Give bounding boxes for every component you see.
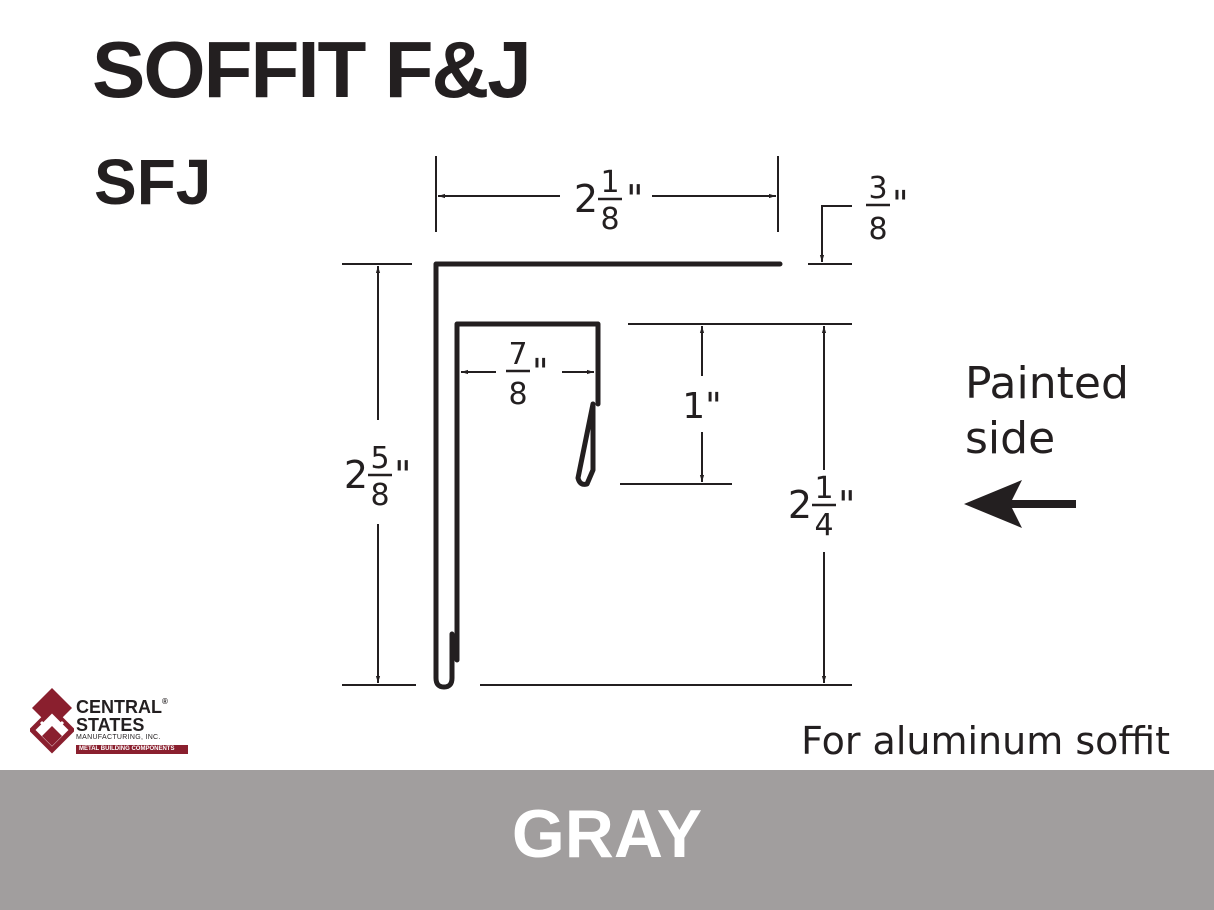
dim-top-width: [435, 156, 779, 232]
logo-name-1: CENTRAL: [76, 697, 162, 717]
dimension-arrow: [819, 205, 852, 262]
dim-whole: 2: [344, 453, 368, 497]
logo-line-2: STATES: [76, 715, 145, 735]
dim-unit: ": [394, 453, 411, 497]
dim-hem-depth: [620, 323, 852, 485]
dim-inner-width-label: 7 8 ": [506, 337, 549, 412]
dim-denominator: 4: [814, 508, 833, 543]
dim-whole: 2: [574, 177, 598, 221]
dim-unit: ": [532, 352, 549, 393]
dim-unit: ": [892, 184, 909, 225]
logo-mark-icon: [30, 688, 74, 754]
product-title: SOFFIT F&J: [92, 25, 532, 114]
painted-side-line2: side: [965, 413, 1056, 464]
registered-mark: ®: [162, 697, 168, 706]
dim-overall-height: [342, 263, 416, 686]
dim-numerator: 1: [814, 471, 833, 506]
usage-note: For aluminum soffit: [801, 719, 1170, 763]
profile-shape: [433, 261, 783, 690]
outer-flange-line: [433, 261, 783, 690]
logo-line-3: MANUFACTURING, INC.: [76, 734, 161, 741]
logo-tagline: METAL BUILDING COMPONENTS: [76, 745, 188, 754]
dim-numerator: 7: [508, 337, 527, 372]
dim-numerator: 3: [868, 171, 887, 206]
painted-side-arrow-icon: [964, 480, 1076, 528]
dim-denominator: 8: [508, 377, 527, 412]
painted-side-label: Painted side: [965, 356, 1129, 466]
dim-receiver-height-label: 2 1 4 ": [788, 471, 856, 543]
hem-tab: [575, 401, 596, 487]
color-banner: GRAY: [0, 770, 1214, 910]
product-code: SFJ: [94, 146, 212, 218]
color-name: GRAY: [511, 796, 703, 872]
dim-hem-depth-label: 1": [682, 386, 721, 427]
dim-overall-height-label: 2 5 8 ": [344, 441, 412, 513]
dim-whole: 2: [788, 483, 812, 527]
painted-side-line1: Painted: [965, 358, 1129, 409]
dim-denominator: 8: [868, 212, 887, 247]
dim-numerator: 5: [370, 441, 389, 476]
dim-unit: ": [626, 177, 643, 221]
dim-receiver-height: [480, 326, 852, 686]
dim-top-width-label: 2 1 8 ": [574, 165, 644, 237]
dim-unit: ": [838, 483, 855, 527]
dim-numerator: 1: [600, 165, 619, 200]
logo-line-1: CENTRAL®: [76, 697, 168, 717]
j-channel-line: [454, 321, 601, 663]
dim-top-lip-label: 3 8 ": [866, 171, 909, 247]
company-logo: CENTRAL® STATES MANUFACTURING, INC. META…: [30, 686, 190, 758]
dim-denominator: 8: [370, 478, 389, 513]
dim-top-lip: [808, 205, 852, 265]
dim-denominator: 8: [600, 202, 619, 237]
profile-diagram: 2 1 8 " 3 8 " 2 5 8 " 7 8 ": [342, 156, 1076, 690]
